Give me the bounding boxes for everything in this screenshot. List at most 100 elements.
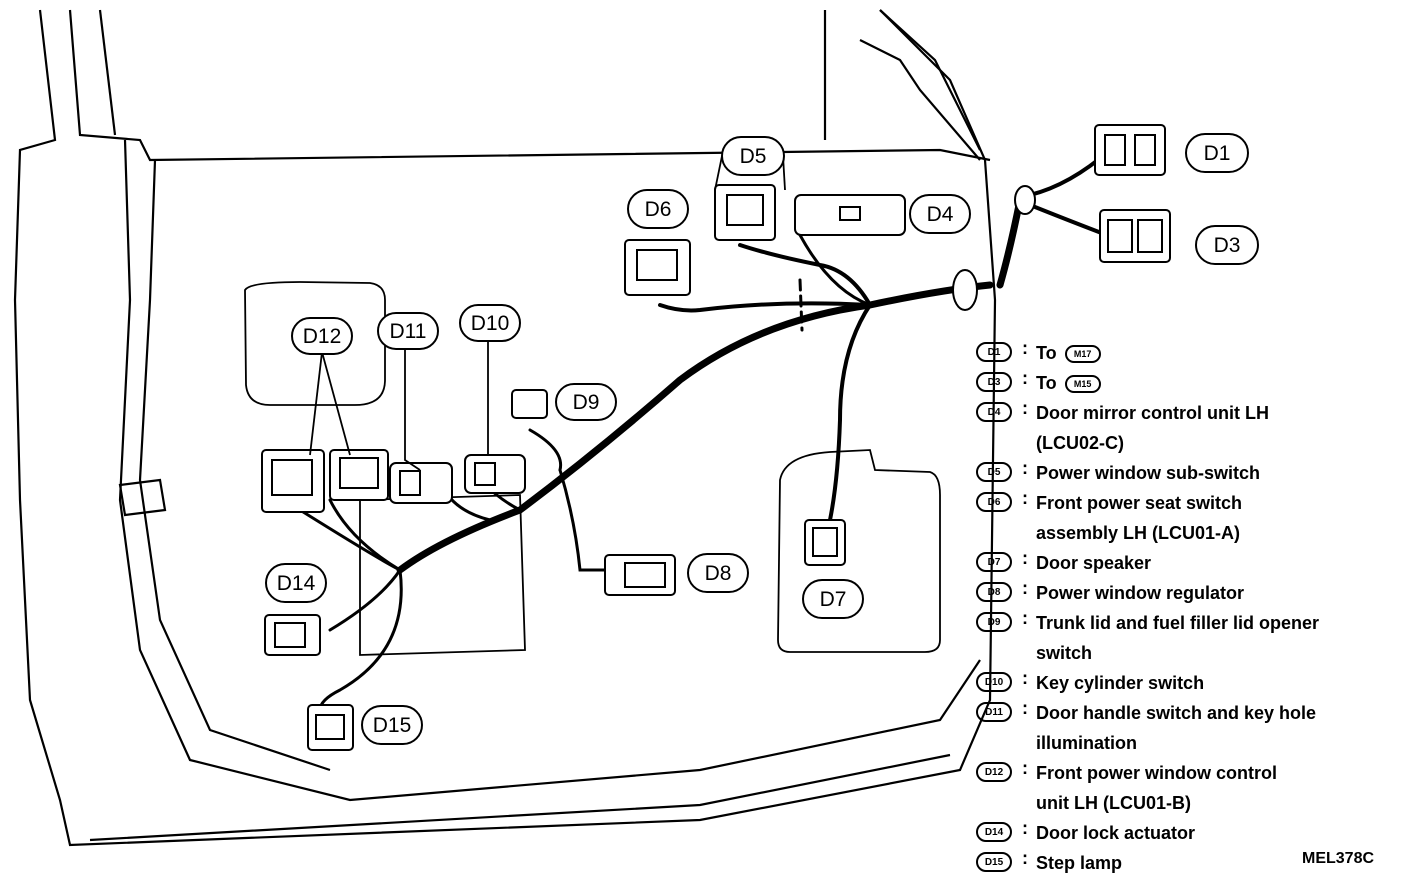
legend-code: D11 — [976, 702, 1012, 722]
legend-row: D5 : Power window sub-switch — [976, 458, 1396, 488]
legend-text-line2: assembly LH (LCU01-A) — [1036, 523, 1241, 543]
callout-d4: D4 — [927, 203, 954, 226]
legend-code: D7 — [976, 552, 1012, 572]
callout-d8: D8 — [705, 562, 732, 585]
legend-code: D3 — [976, 372, 1012, 392]
panel-regions — [244, 281, 941, 656]
legend-colon: : — [1022, 548, 1028, 568]
legend-colon: : — [1022, 578, 1028, 598]
legend-colon: : — [1022, 398, 1028, 418]
legend-text: To M17 — [1036, 338, 1396, 368]
legend-text: Trunk lid and fuel filler lid opener swit… — [1036, 608, 1396, 668]
legend-row: D11 : Door handle switch and key hole ill… — [976, 698, 1396, 758]
connector-d3 — [1099, 209, 1171, 263]
legend-row: D14 : Door lock actuator — [976, 818, 1396, 848]
legend-code: D6 — [976, 492, 1012, 512]
connector-d11 — [389, 462, 453, 504]
callout-d12: D12 — [303, 325, 342, 348]
legend-colon: : — [1022, 668, 1028, 688]
legend-text: Power window sub-switch — [1036, 463, 1261, 483]
legend-row: D3 : To M15 — [976, 368, 1396, 398]
callout-labels: D1 D3 D4 D5 D6 D7 D8 D9 D10 D11 D12 D14 … — [277, 142, 1241, 737]
legend-text: Front power window control unit LH (LCU01… — [1036, 758, 1396, 818]
connector-d7 — [804, 519, 846, 566]
legend-text: Front power seat switch assembly LH (LCU0… — [1036, 488, 1396, 548]
legend-colon: : — [1022, 698, 1028, 718]
legend-text: Power window regulator — [1036, 583, 1245, 603]
connector-d8 — [604, 554, 676, 596]
legend-text-line2: switch — [1036, 643, 1093, 663]
door-outline — [13, 9, 997, 847]
legend-row: D15 : Step lamp — [976, 848, 1396, 878]
connector-d10 — [464, 454, 526, 494]
grommets — [952, 185, 1036, 311]
legend-text: Key cylinder switch — [1036, 673, 1205, 693]
connectors — [261, 124, 1171, 751]
callout-d11: D11 — [390, 320, 427, 343]
callout-d5: D5 — [740, 145, 767, 168]
connector-d4 — [794, 194, 906, 236]
legend-row: D7 : Door speaker — [976, 548, 1396, 578]
connector-d14 — [264, 614, 321, 656]
legend-text-line2: unit LH (LCU01-B) — [1036, 793, 1191, 813]
connector-d6 — [624, 239, 691, 296]
legend-text-line2: illumination — [1036, 733, 1137, 753]
legend-row: D8 : Power window regulator — [976, 578, 1396, 608]
callout-d9: D9 — [573, 391, 600, 414]
legend-code: D5 — [976, 462, 1012, 482]
legend-text-line: To — [1036, 343, 1057, 363]
legend-code: D9 — [976, 612, 1012, 632]
connector-d9 — [511, 389, 548, 419]
callout-d3: D3 — [1214, 234, 1241, 257]
callout-d14: D14 — [277, 572, 316, 595]
legend-colon: : — [1022, 458, 1028, 478]
legend-code: D1 — [976, 342, 1012, 362]
legend-code: D10 — [976, 672, 1012, 692]
legend-code: D14 — [976, 822, 1012, 842]
wire-harness — [298, 148, 1122, 712]
legend-code: D15 — [976, 852, 1012, 872]
callout-d10: D10 — [471, 312, 510, 335]
legend-colon: : — [1022, 758, 1028, 778]
legend-text-line: Door handle switch and key hole — [1036, 703, 1317, 723]
legend-colon: : — [1022, 608, 1028, 628]
legend-row: D9 : Trunk lid and fuel filler lid opene… — [976, 608, 1396, 668]
legend-row: D1 : To M17 — [976, 338, 1396, 368]
legend-colon: : — [1022, 488, 1028, 508]
legend-text: Door lock actuator — [1036, 823, 1196, 843]
leader-lines — [309, 155, 786, 471]
connector-d5 — [714, 184, 776, 241]
connector-d1 — [1094, 124, 1166, 176]
legend-colon: : — [1022, 338, 1028, 358]
legend-text-line: To — [1036, 373, 1057, 393]
legend-text-line: Front power seat switch — [1036, 493, 1243, 513]
callout-d7: D7 — [820, 588, 847, 611]
legend-ref: M15 — [1064, 375, 1101, 394]
callout-d15: D15 — [373, 714, 412, 737]
legend-text: Door mirror control unit LH (LCU02-C) — [1036, 398, 1396, 458]
legend-row: D4 : Door mirror control unit LH(LCU02-C… — [976, 398, 1396, 458]
callout-d1: D1 — [1204, 142, 1231, 165]
legend-text: Door handle switch and key hole illuminat… — [1036, 698, 1396, 758]
legend-colon: : — [1022, 818, 1028, 838]
legend-row: D6 : Front power seat switch assembly LH … — [976, 488, 1396, 548]
callout-d6: D6 — [645, 198, 672, 221]
legend-text: Step lamp — [1036, 853, 1123, 873]
legend-text-line2: (LCU02-C) — [1036, 433, 1124, 453]
legend-ref: M17 — [1064, 345, 1101, 364]
legend-code: D8 — [976, 582, 1012, 602]
legend-text: To M15 — [1036, 368, 1396, 398]
legend-row: D10 : Key cylinder switch — [976, 668, 1396, 698]
connector-d12 — [261, 449, 389, 513]
legend-text-line: Door mirror control unit LH — [1036, 403, 1269, 423]
legend-text-line: Trunk lid and fuel filler lid opener — [1036, 613, 1320, 633]
reference-code: MEL378C — [1302, 850, 1375, 867]
legend-colon: : — [1022, 848, 1028, 868]
legend-text: Door speaker — [1036, 553, 1152, 573]
callouts — [265, 133, 1259, 745]
legend-text-line: Front power window control — [1036, 763, 1277, 783]
legend-colon: : — [1022, 368, 1028, 388]
